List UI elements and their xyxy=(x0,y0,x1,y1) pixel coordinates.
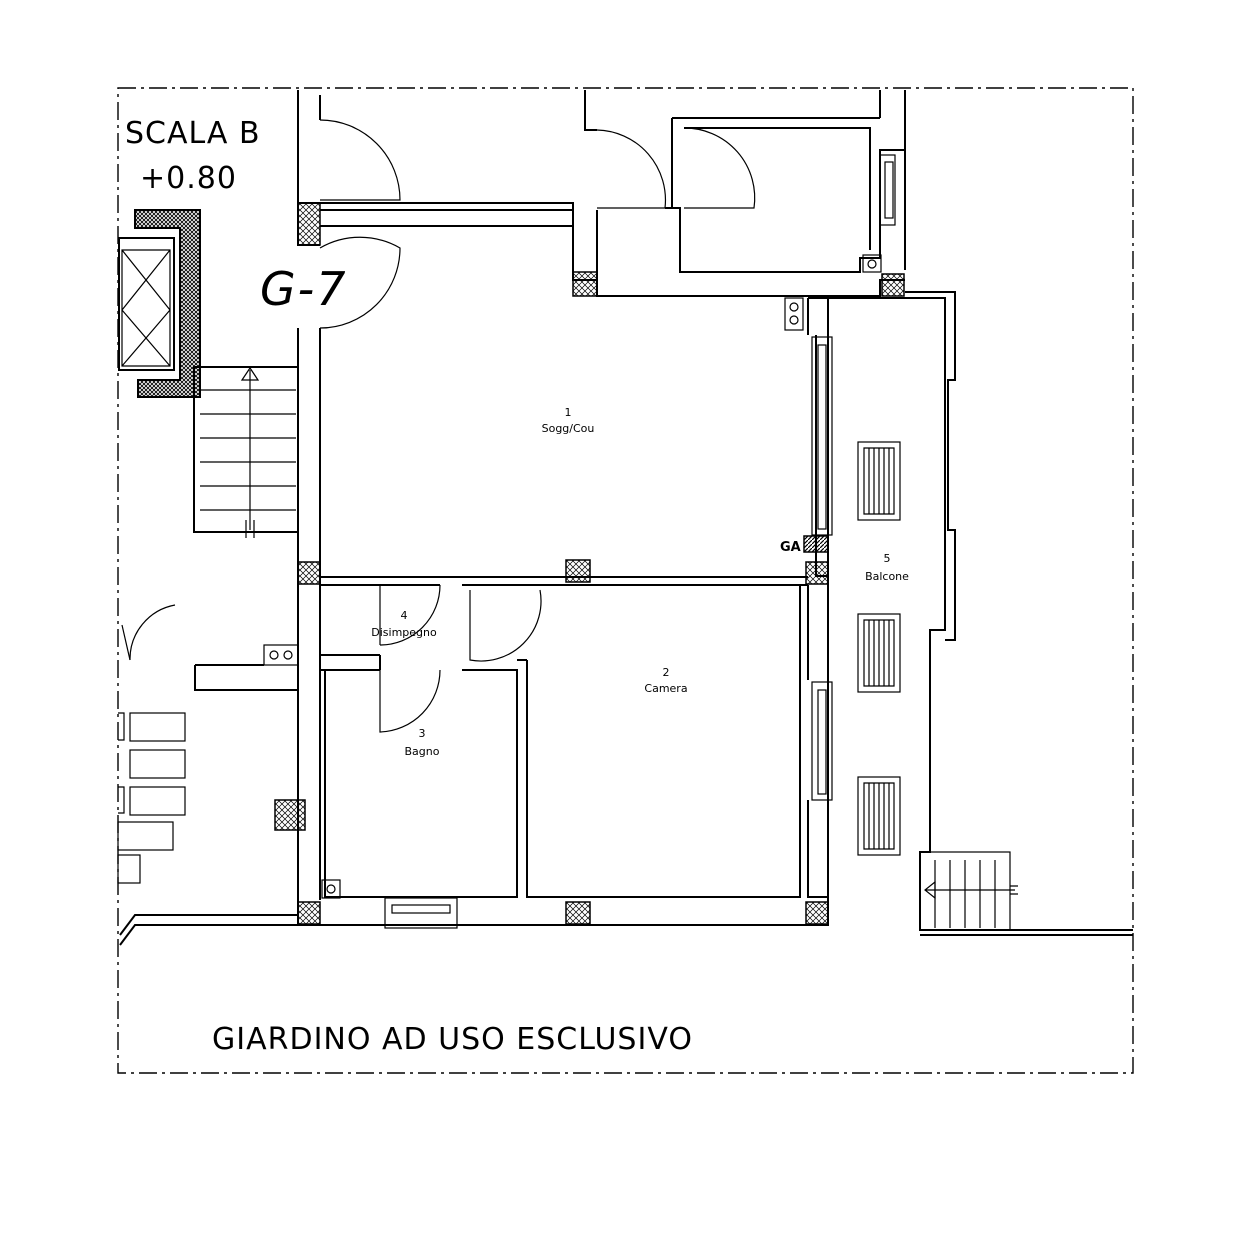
room-label-living: 1 Sogg/Cou xyxy=(542,406,595,435)
unit-walls xyxy=(297,90,1133,936)
unit-code: G-7 xyxy=(260,262,348,316)
structural-columns xyxy=(274,202,905,925)
bathroom-window xyxy=(384,897,458,929)
door-swing-bathroom xyxy=(379,669,441,733)
room-label-hallway: 4 Disimpegno xyxy=(371,609,437,639)
svg-text:Disimpegno: Disimpegno xyxy=(371,626,437,639)
gas-label: GA xyxy=(780,540,801,555)
svg-text:4: 4 xyxy=(401,609,408,622)
level-label: +0.80 xyxy=(140,161,237,196)
svg-text:1: 1 xyxy=(565,406,572,419)
svg-text:3: 3 xyxy=(419,727,426,740)
stair-label: SCALA B xyxy=(125,116,261,151)
living-window xyxy=(811,336,833,536)
property-boundary xyxy=(117,87,1134,1074)
svg-text:2: 2 xyxy=(663,666,670,679)
staircase xyxy=(193,366,299,538)
room-label-bathroom: 3 Bagno xyxy=(405,727,440,758)
garden-label: GIARDINO AD USO ESCLUSIVO xyxy=(212,1022,693,1057)
room-label-balcony: 5 Balcone xyxy=(865,552,909,583)
room-label-bedroom: 2 Camera xyxy=(644,666,687,695)
service-shafts xyxy=(263,254,882,899)
adjacent-unit-left xyxy=(117,604,298,946)
elevator-shaft xyxy=(118,209,201,398)
gas-meter-box xyxy=(803,535,829,553)
svg-text:Balcone: Balcone xyxy=(865,570,909,583)
door-swing-bedroom xyxy=(469,589,542,662)
bedroom-window xyxy=(811,681,833,801)
svg-text:Sogg/Cou: Sogg/Cou xyxy=(542,422,595,435)
svg-text:Camera: Camera xyxy=(644,682,687,695)
door-swing-hall xyxy=(379,584,441,646)
balcony-grilles xyxy=(857,441,901,856)
svg-text:5: 5 xyxy=(884,552,891,565)
svg-text:Bagno: Bagno xyxy=(405,745,440,758)
